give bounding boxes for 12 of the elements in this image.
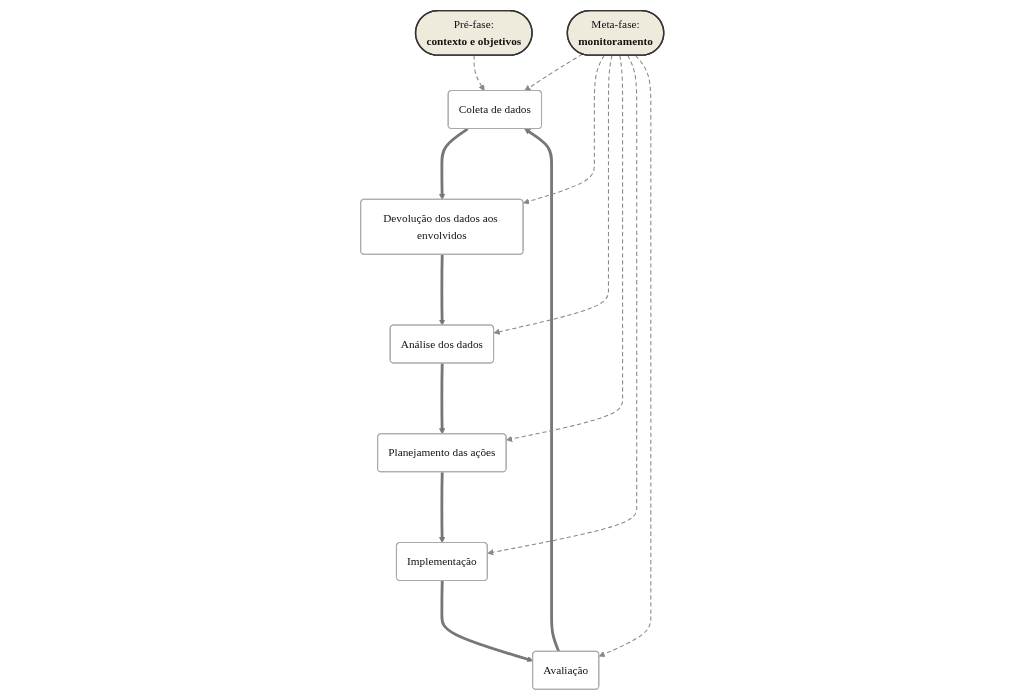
arrow [439, 127, 469, 200]
arrow [487, 54, 638, 555]
arrow [523, 54, 605, 204]
arrow [506, 54, 624, 442]
arrow [599, 54, 652, 657]
arrow [439, 471, 446, 543]
arrow [439, 362, 446, 434]
arrow [524, 128, 561, 652]
arrow [524, 53, 584, 91]
arrow [493, 54, 613, 335]
arrow [473, 54, 485, 91]
arrow [439, 254, 446, 326]
